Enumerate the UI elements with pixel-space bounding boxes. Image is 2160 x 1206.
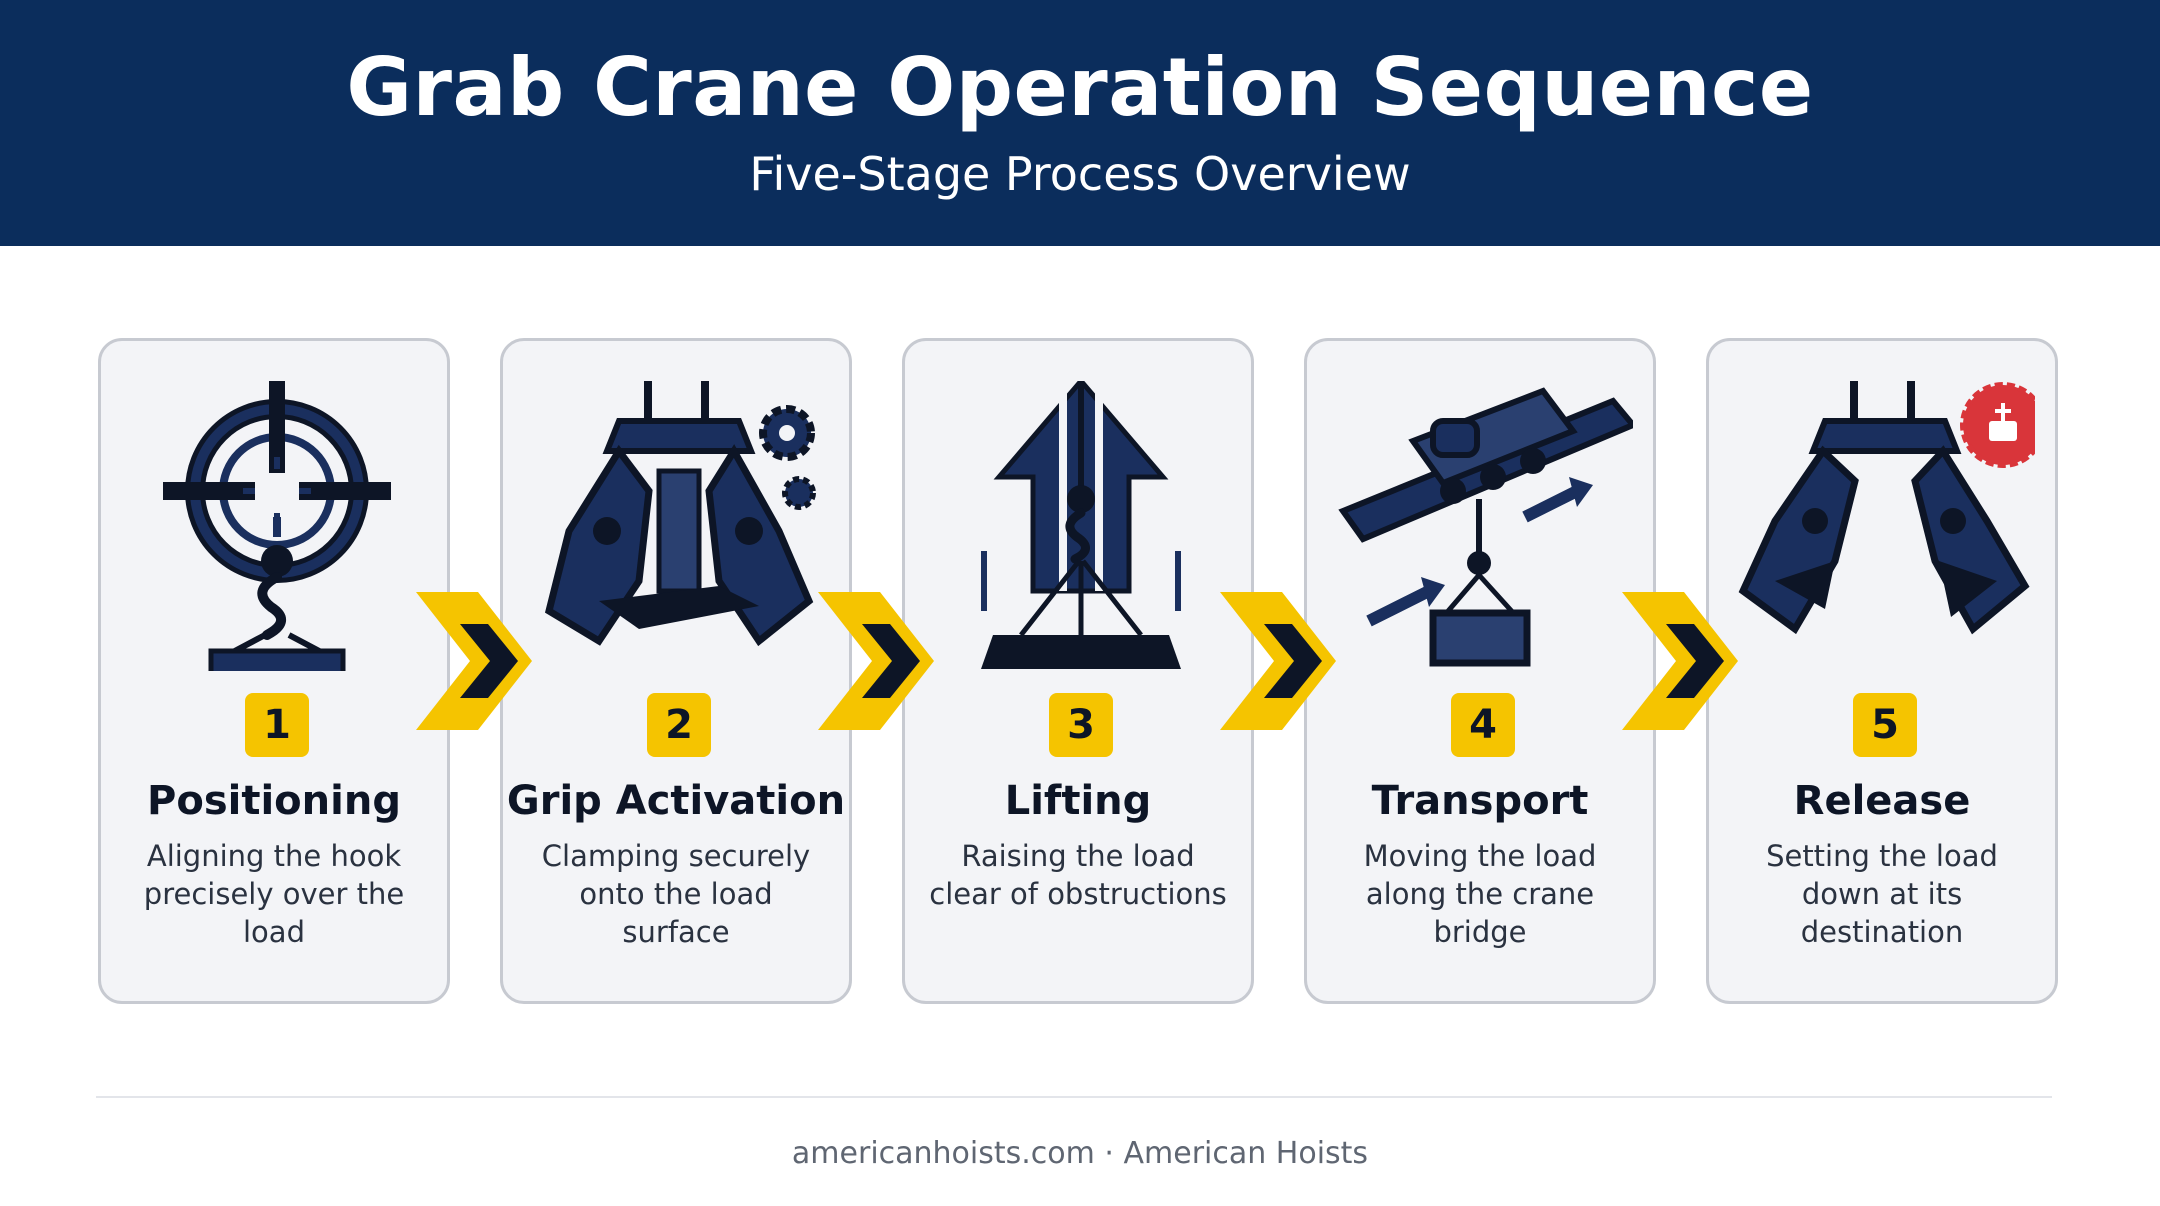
stage-description: Aligning the hook precisely over the loa… xyxy=(143,839,405,949)
page-subtitle: Five-Stage Process Overview xyxy=(749,147,1411,201)
chevron-right-icon xyxy=(416,592,532,730)
footer-credit: americanhoists.com · American Hoists xyxy=(791,1136,1369,1171)
crosshair-hook-icon xyxy=(163,381,391,671)
open-grab-release-icon xyxy=(1738,381,2035,635)
stage-card-release: 5 Release Setting the load down at its d… xyxy=(1706,338,2058,1004)
stage-description: Raising the load clear of obstructions xyxy=(929,839,1227,911)
stage-title: Lifting xyxy=(1004,778,1152,824)
crane-trolley-icon xyxy=(1338,387,1633,667)
stage-description: Clamping securely onto the load surface xyxy=(541,839,811,949)
page-title: Grab Crane Operation Sequence xyxy=(346,41,1814,134)
stage-number-badge: 1 xyxy=(245,693,309,757)
stage-number-badge: 4 xyxy=(1451,693,1515,757)
grab-bucket-gears-icon xyxy=(544,381,816,647)
stage-title: Grip Activation xyxy=(506,778,846,824)
chevron-right-icon xyxy=(818,592,934,730)
stage-title: Transport xyxy=(1371,778,1589,824)
chevron-right-icon xyxy=(1622,592,1738,730)
stage-number-badge: 3 xyxy=(1049,693,1113,757)
stage-number-badge: 2 xyxy=(647,693,711,757)
header-banner xyxy=(0,0,2160,246)
stage-description: Moving the load along the crane bridge xyxy=(1363,839,1597,949)
stage-number-badge: 5 xyxy=(1853,693,1917,757)
stage-card-lifting: 3 Lifting Raising the load clear of obst… xyxy=(902,338,1254,1004)
stage-card-positioning: 1 Positioning Aligning the hook precisel… xyxy=(98,338,450,1004)
footer-divider xyxy=(96,1096,2052,1098)
stage-title: Positioning xyxy=(147,778,401,824)
stage-card-transport: 4 Transport Moving the load along the cr… xyxy=(1304,338,1656,1004)
stage-title: Release xyxy=(1793,778,1971,824)
chevron-right-icon xyxy=(1220,592,1336,730)
lift-arrow-icon xyxy=(981,381,1181,669)
stage-description: Setting the load down at its destination xyxy=(1766,839,1998,949)
stage-card-grip-activation: 2 Grip Activation Clamping securely onto… xyxy=(500,338,852,1004)
